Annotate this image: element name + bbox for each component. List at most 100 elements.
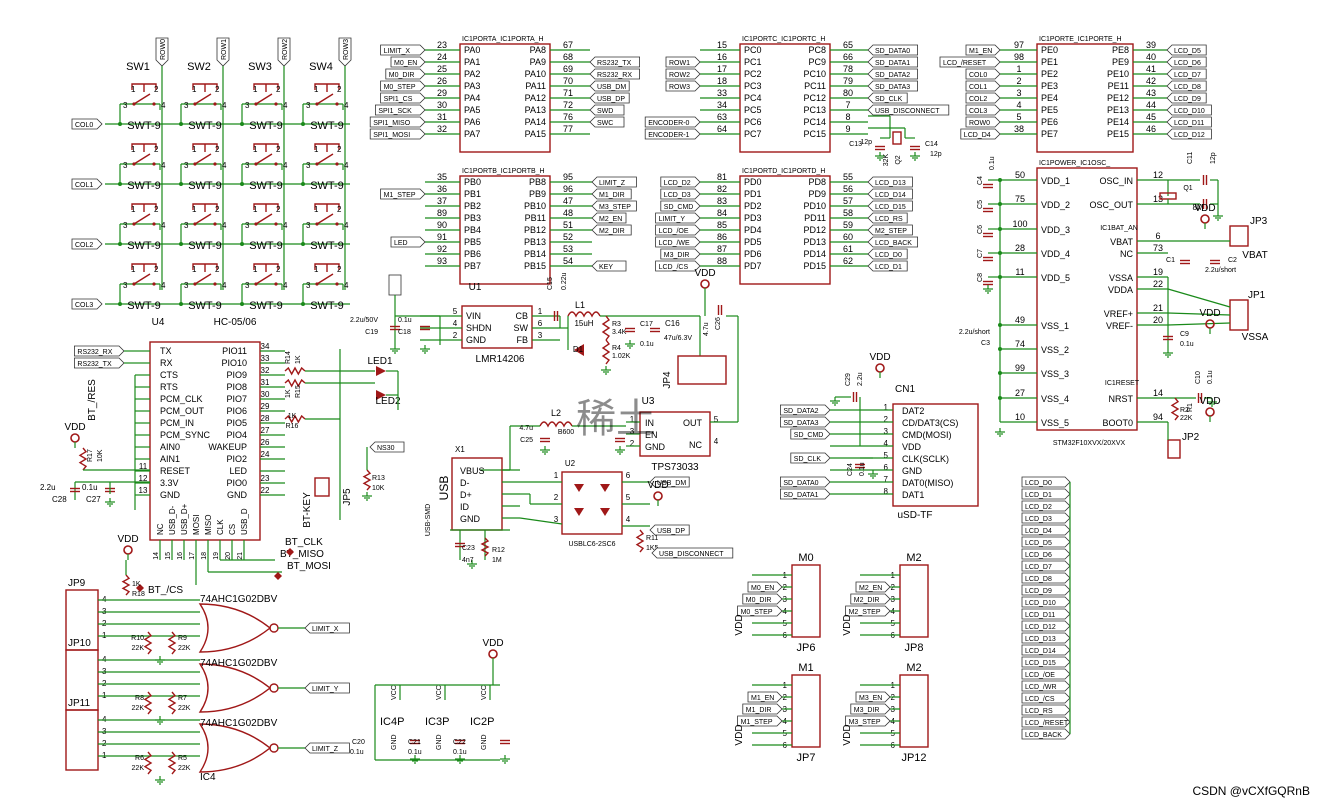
net-label-text: M0_STEP: [384, 84, 416, 91]
ground-symbol: [910, 152, 920, 161]
pin-name: PA10: [525, 69, 546, 79]
net-label: M0_STEP: [380, 80, 426, 92]
net-label-tag: [867, 56, 918, 68]
wire: [255, 273, 273, 285]
pin-name: MISO: [204, 515, 213, 535]
motor-name: M2: [906, 662, 921, 674]
net-label-text: LCD_RS: [1025, 708, 1053, 715]
net-label-text: COL3: [75, 302, 93, 309]
part-ref: C3: [981, 340, 990, 347]
capacitor: [1202, 199, 1208, 209]
net-label-text: M3_STEP: [599, 204, 631, 211]
pin-name: PE8: [1112, 45, 1129, 55]
net-label-text: LCD_D7: [1174, 72, 1201, 79]
net-label: SD_DATA3: [780, 416, 831, 428]
part-ref: C24: [847, 463, 854, 476]
net-label-tag: [644, 128, 701, 140]
pin-number: 6: [626, 471, 631, 480]
part-ref: R17: [87, 449, 94, 462]
net-label-text: LCD_D6: [1025, 552, 1052, 559]
pin-number: 48: [563, 208, 573, 218]
part-value: 0.1u: [1207, 370, 1214, 384]
net-label: LCD_D6: [1021, 548, 1071, 560]
capacitor: [650, 327, 660, 333]
net-label-tag: [742, 593, 783, 605]
net-label-tag: [380, 188, 426, 200]
junction-dot: [240, 302, 244, 306]
pin-vcc: VCC: [481, 685, 488, 700]
pin-name: PB1: [464, 189, 481, 199]
net-label-text: USB_DISCONNECT: [659, 551, 724, 558]
pin-number: 2: [554, 493, 559, 502]
net-label-tag: [665, 56, 701, 68]
net-label: M2_STEP: [845, 605, 891, 617]
pin-name: PA3: [464, 81, 480, 91]
wire: [635, 529, 645, 553]
pin-num: 2: [215, 265, 220, 274]
net-label-text: M2_DIR: [854, 597, 880, 604]
junction-dot: [240, 122, 244, 126]
pin-number: 83: [717, 196, 727, 206]
inductor-coil: [567, 311, 601, 318]
net-label: USB_DP: [649, 524, 690, 536]
ic-title: IC1PORTE_IC1PORTE_H: [1039, 36, 1122, 43]
contact: [152, 102, 156, 106]
junction-dot: [998, 323, 1002, 327]
net-label-tag: [390, 56, 426, 68]
net-label-tag: [1021, 704, 1071, 716]
net-label-text: M0_EN: [751, 585, 774, 592]
pin-number: 29: [437, 88, 447, 98]
ground-symbol: [540, 446, 550, 455]
ferrite: [539, 421, 573, 428]
pin-number: 89: [437, 208, 447, 218]
contact: [132, 282, 136, 286]
net-label-text: COL2: [75, 242, 93, 249]
net-label-tag: [737, 605, 783, 617]
net-label: M2_DIR: [591, 224, 632, 236]
pin-name: PB5: [464, 237, 481, 247]
net-label: SD_DATA1: [780, 488, 831, 500]
pin-name: PCM_CLK: [160, 394, 203, 404]
pin-number: 98: [1014, 52, 1024, 62]
net-label: RS232_RX: [589, 68, 640, 80]
pin-number: 88: [717, 256, 727, 266]
net-label-text: SD_DATA1: [783, 492, 818, 499]
pin-name: GND: [902, 466, 923, 476]
net-label-tag: [1021, 668, 1071, 680]
pin-name: PA8: [530, 45, 546, 55]
net-label: LCD_BACK: [1021, 728, 1071, 740]
net-label-tag: [939, 56, 1001, 68]
pin-number: 46: [1146, 124, 1156, 134]
capacitor: [455, 542, 465, 548]
resistor: [1170, 397, 1180, 421]
resistor: [480, 537, 490, 557]
net-label-text: SD_DATA3: [783, 420, 818, 427]
net-flag: [286, 548, 294, 556]
lcd-net-list: LCD_D0LCD_D1LCD_D2LCD_D3LCD_D4LCD_D5LCD_…: [1021, 476, 1071, 740]
pin-num: 3: [245, 161, 250, 170]
pin-num: 4: [344, 161, 349, 170]
net-label-tag: [867, 176, 913, 188]
pin-name: PC6: [744, 117, 762, 127]
capacitor: [1202, 175, 1208, 185]
net-label-text: COL3: [969, 108, 987, 115]
vdd-label: VDD: [482, 638, 503, 649]
pin-name: PD13: [803, 237, 826, 247]
part-ref: Q2: [895, 155, 902, 164]
pin-number: 15: [717, 40, 727, 50]
part-ref: R3: [612, 321, 621, 328]
net-label: LCD_D5: [1166, 44, 1207, 56]
vdd-symbol: VDD: [1194, 203, 1216, 229]
net-label-tag: [1021, 500, 1071, 512]
pin-number: 32: [437, 124, 447, 134]
vdd-symbol: VDD: [869, 352, 891, 378]
pin-name: VSS_4: [1041, 394, 1069, 404]
pin-number: 21: [1153, 303, 1163, 313]
pin-name: OSC_IN: [1099, 176, 1133, 186]
ground-symbol: [868, 470, 878, 479]
pin-num: 4: [344, 101, 349, 110]
pin-name: IN: [645, 418, 654, 428]
row-tag-text: ROW2: [282, 39, 289, 60]
